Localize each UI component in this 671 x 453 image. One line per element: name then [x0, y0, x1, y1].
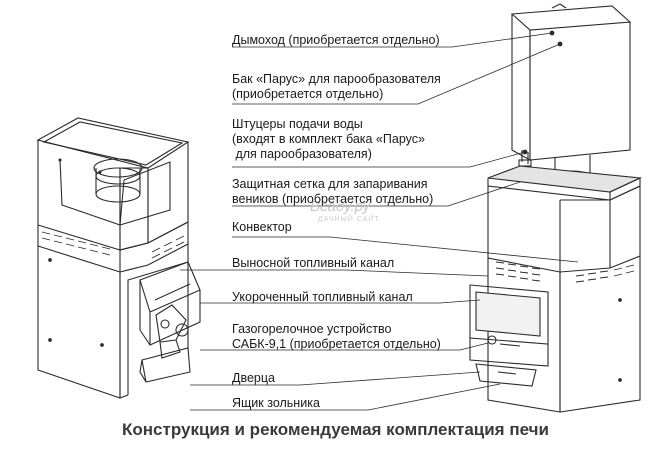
left-vent-slots [41, 231, 185, 259]
label-fittings-line: для парообразователя) [232, 147, 372, 161]
diagram-caption: Конструкция и рекомендуемая комплектация… [122, 420, 549, 439]
label-remote-channel: Выносной топливный канал [232, 256, 394, 271]
label-convector: Конвектор [232, 220, 292, 235]
label-fittings: Штуцеры подачи воды(входят в комплект ба… [232, 117, 425, 162]
label-mesh-line: Защитная сетка для запаривания [232, 177, 428, 191]
label-tank-line: Бак «Парус» для парообразователя [232, 72, 441, 86]
label-chimney-line: Дымоход (приобретается отдельно) [232, 33, 440, 47]
label-gas-burner-line: Газогорелочное устройство [232, 322, 392, 336]
label-door-line: Дверца [232, 371, 275, 385]
label-tank: Бак «Парус» для парообразователя(приобре… [232, 72, 441, 102]
label-short-channel: Укороченный топливный канал [232, 290, 413, 305]
label-door: Дверца [232, 371, 275, 386]
leader-lines [180, 30, 579, 411]
label-convector-line: Конвектор [232, 220, 292, 234]
left-stove [36, 117, 201, 399]
label-chimney: Дымоход (приобретается отдельно) [232, 33, 440, 48]
label-short-channel-line: Укороченный топливный канал [232, 290, 413, 304]
right-vent-slots [495, 261, 635, 283]
watermark-subtext: ДАЧНЫЙ САЙТ [318, 216, 380, 223]
label-tank-line: (приобретается отдельно) [232, 87, 384, 101]
label-remote-channel-line: Выносной топливный канал [232, 256, 395, 270]
label-fittings-line: Штуцеры подачи воды [232, 117, 363, 131]
label-gas-burner-line: САБК-9,1 (приобретается отдельно) [232, 337, 441, 351]
right-stove [469, 3, 643, 413]
label-fittings-line: (входят в комплект бака «Парус» [232, 132, 425, 146]
label-mesh-line: веников (приобретается отдельно) [232, 192, 434, 206]
label-ash-box: Ящик зольника [232, 396, 320, 411]
watermark-text: Всаду.ру [310, 198, 370, 215]
label-ash-box-line: Ящик зольника [232, 396, 320, 410]
